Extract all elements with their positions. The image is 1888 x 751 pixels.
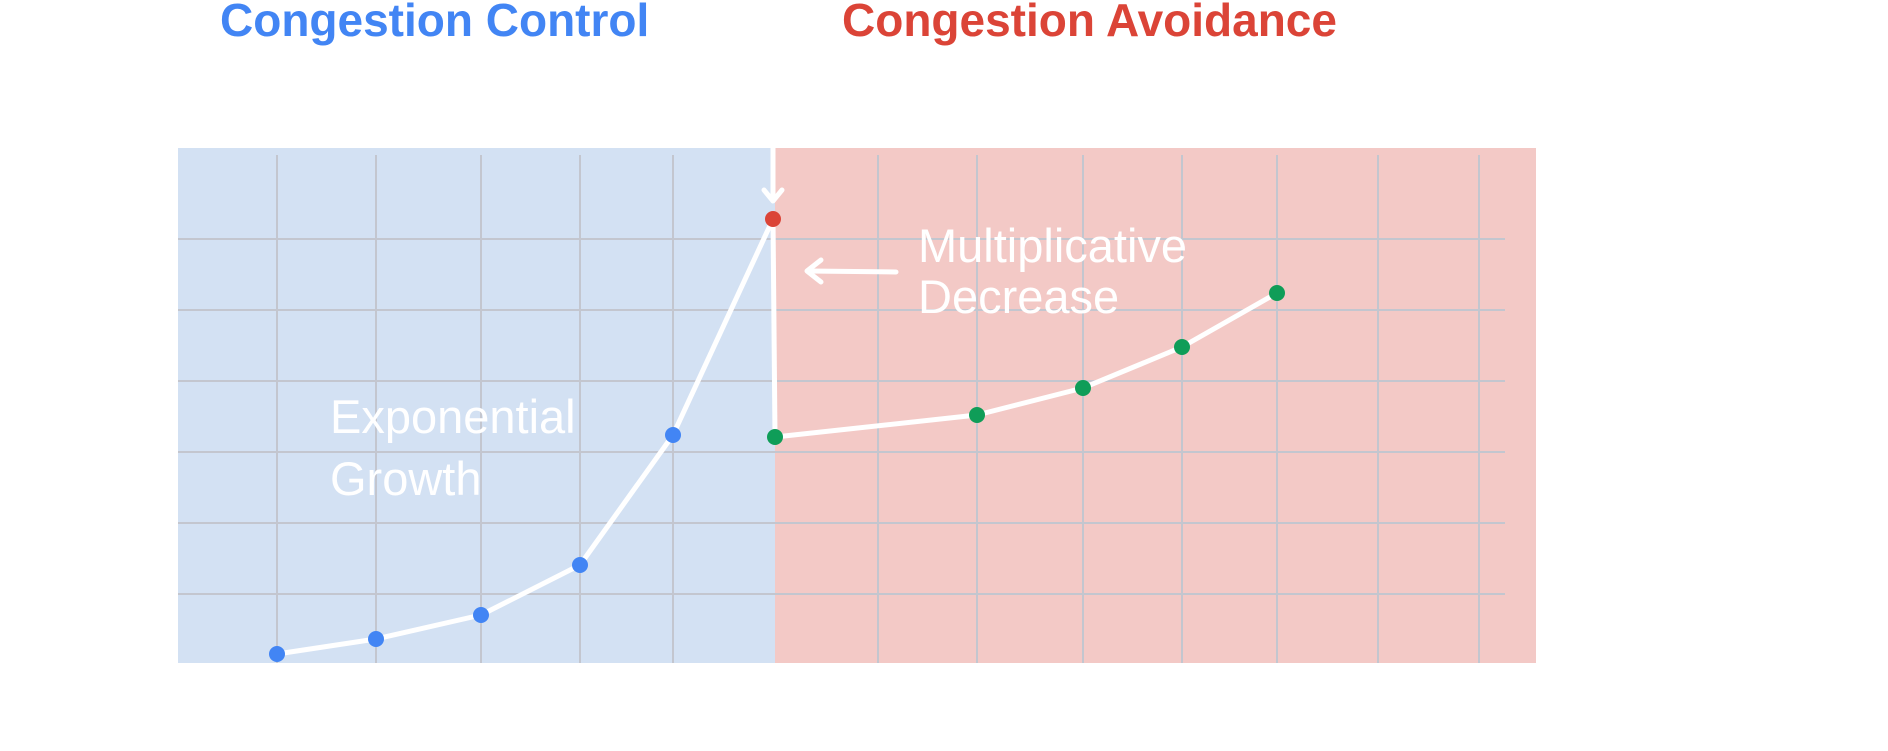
decrease-arrow-head [804, 257, 824, 285]
exponential-growth-label-line1: Exponential [330, 390, 576, 443]
growth-point [473, 607, 489, 623]
growth-point [665, 427, 681, 443]
avoidance-point [767, 429, 783, 445]
decrease-arrow-shaft [805, 268, 899, 275]
arrows [761, 145, 899, 285]
peak-point [765, 211, 781, 227]
multiplicative-decrease-label-line1: Multiplicative [918, 219, 1187, 272]
congestion-avoidance-heading: Congestion Avoidance [842, 0, 1337, 46]
drop-arrow-head [761, 187, 785, 204]
multiplicative-decrease-label: Multiplicative Decrease [918, 219, 1200, 323]
avoidance-point [969, 407, 985, 423]
data-points [269, 211, 1285, 662]
exponential-growth-label-line2: Growth [330, 452, 482, 505]
growth-curve [274, 216, 776, 657]
growth-point [269, 646, 285, 662]
exponential-growth-label: Exponential Growth [330, 390, 589, 505]
drop-line [770, 218, 778, 438]
avoidance-point [1174, 339, 1190, 355]
growth-point [368, 631, 384, 647]
multiplicative-decrease-label-line2: Decrease [918, 270, 1119, 323]
congestion-avoidance-region [775, 148, 1536, 663]
growth-point [572, 557, 588, 573]
avoidance-point [1075, 380, 1091, 396]
avoidance-point [1269, 285, 1285, 301]
congestion-control-heading: Congestion Control [220, 0, 649, 46]
